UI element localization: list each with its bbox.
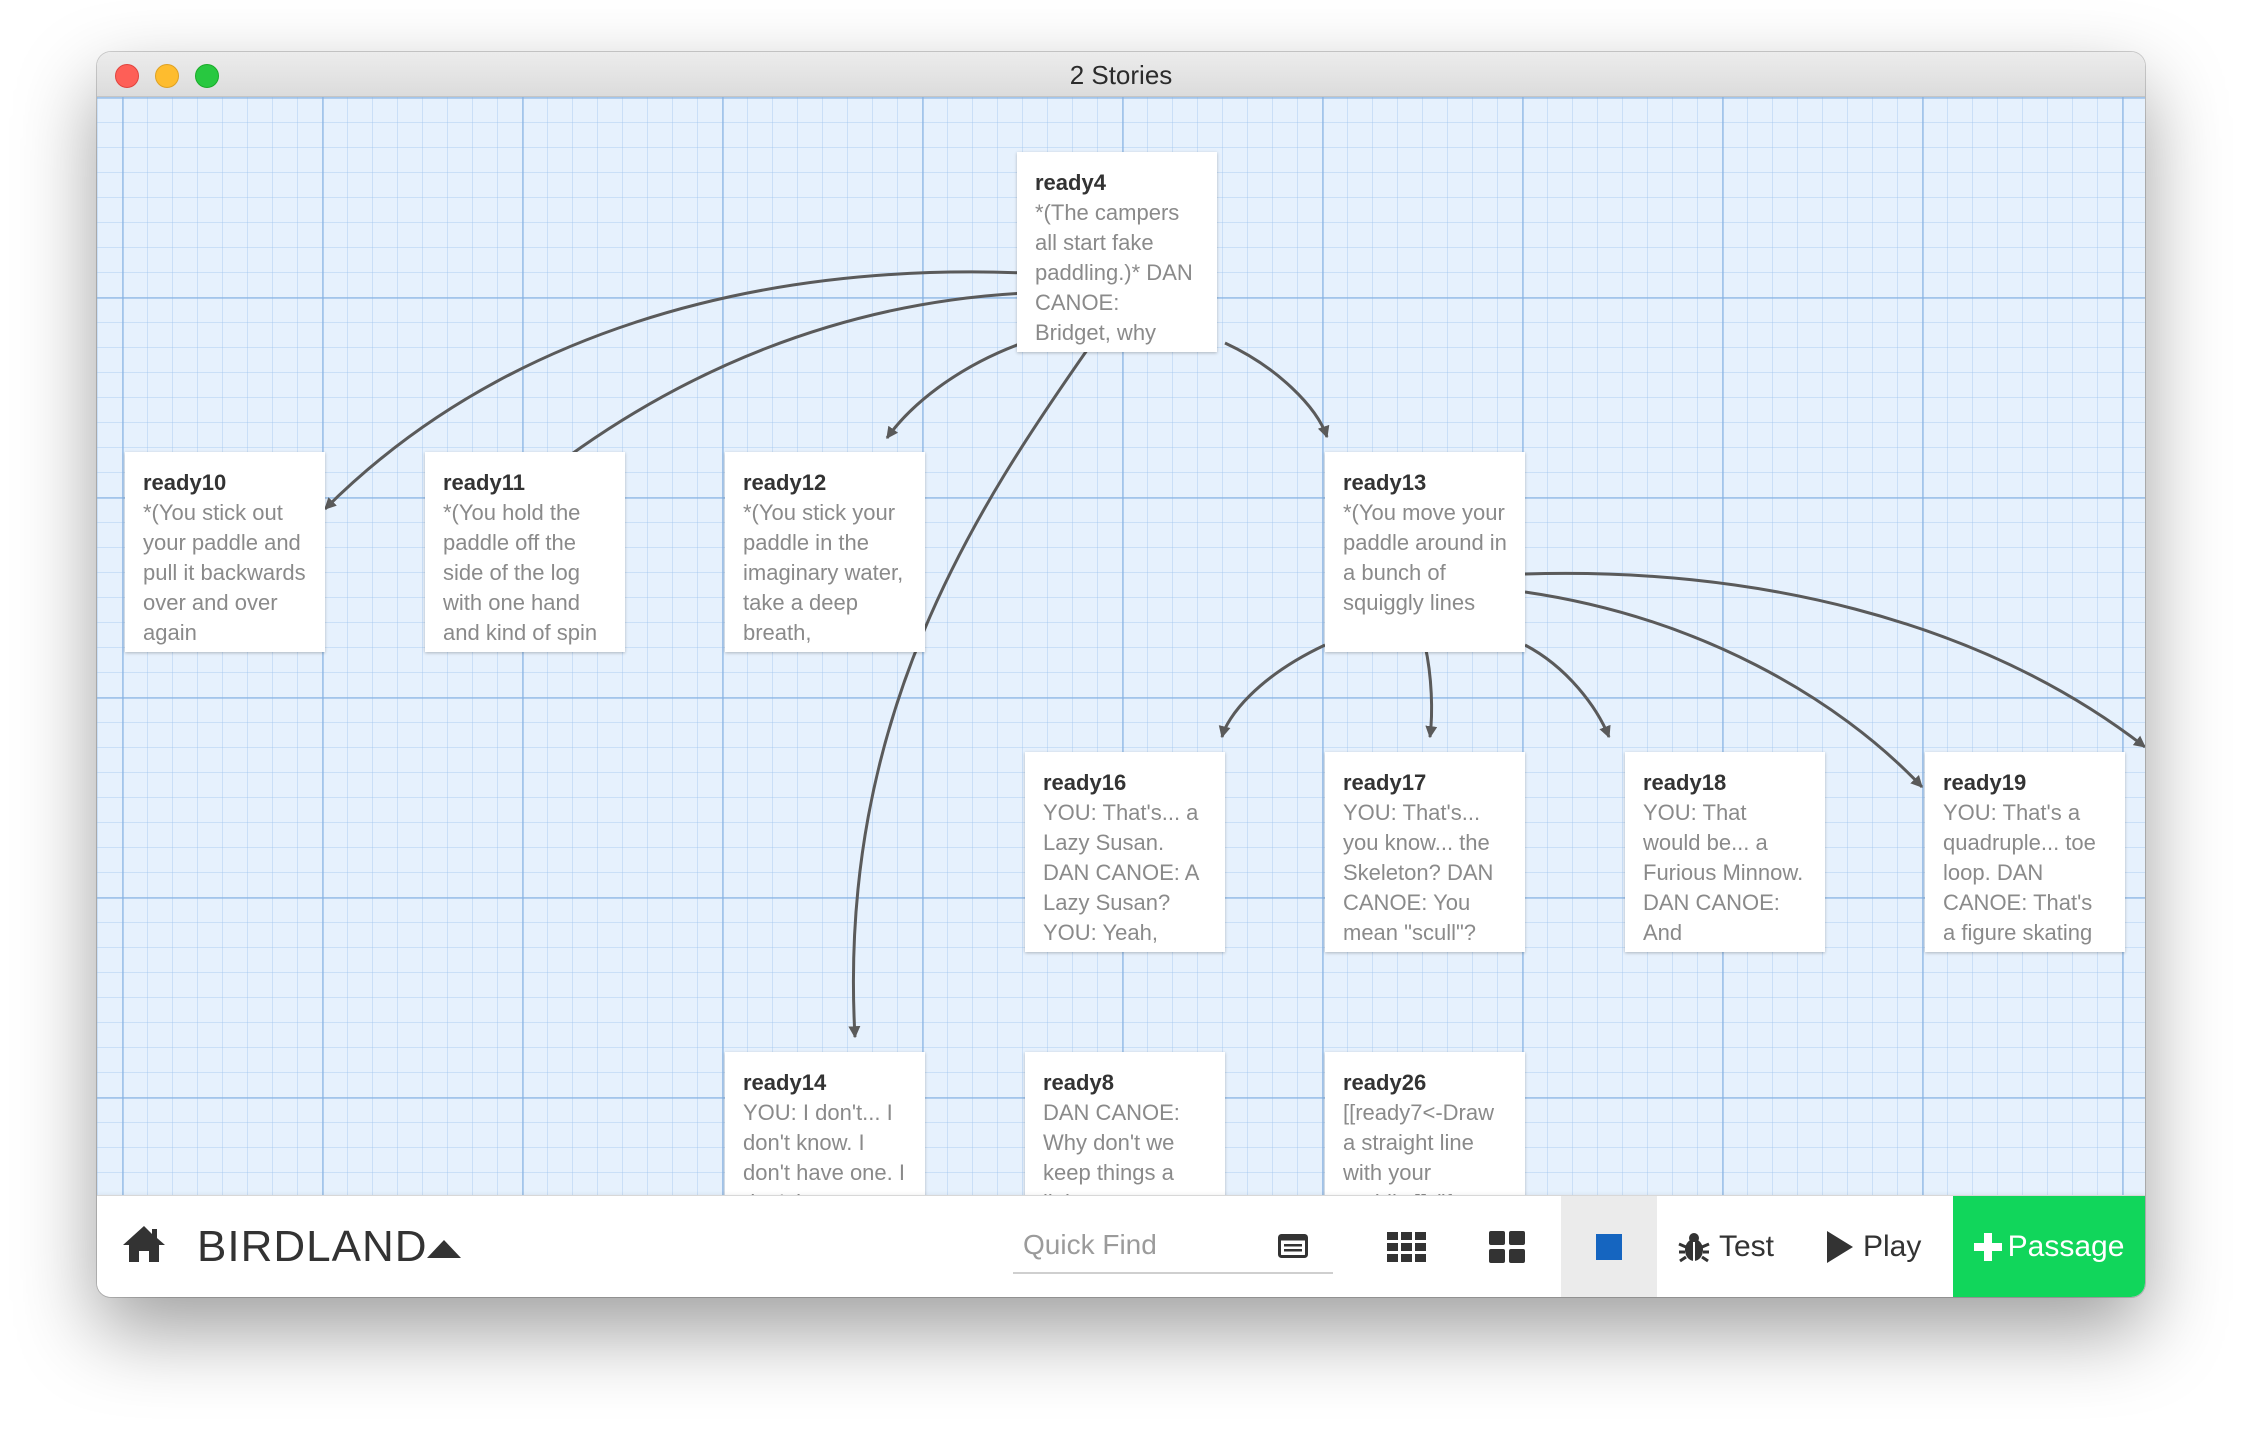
link-ready13-ready19 xyxy=(1524,590,1924,789)
new-passage-button[interactable]: Passage xyxy=(1953,1196,2145,1297)
zoom-large-button[interactable] xyxy=(1561,1196,1657,1297)
passage-title: ready18 xyxy=(1643,770,1727,795)
passage-title: ready19 xyxy=(1943,770,2027,795)
caret-up-icon[interactable] xyxy=(427,1238,461,1258)
test-label: Test xyxy=(1719,1230,1775,1263)
passage-title: ready13 xyxy=(1343,470,1427,495)
passage-title: ready11 xyxy=(443,470,525,495)
play-icon xyxy=(1827,1231,1853,1263)
app-window: 2 Stories ready4 * xyxy=(97,52,2145,1297)
play-button[interactable]: Play xyxy=(1825,1196,1921,1297)
home-icon xyxy=(123,1226,165,1262)
link-ready4-ready12 xyxy=(885,340,1026,439)
passage-title: ready17 xyxy=(1343,770,1427,795)
passage-card[interactable]: ready12 *(You stick your paddle in the i… xyxy=(725,452,925,652)
grid-small-icon xyxy=(1387,1232,1426,1262)
link-ready13-ready17 xyxy=(1423,644,1438,739)
passage-excerpt: YOU: That's... you know... the Skeleton?… xyxy=(1343,800,1494,945)
passage-excerpt: YOU: That's... a Lazy Susan. DAN CANOE: … xyxy=(1043,800,1199,945)
link-ready4-ready11 xyxy=(526,291,1026,490)
passage-label: Passage xyxy=(2007,1230,2125,1263)
story-name[interactable]: BIRDLAND xyxy=(197,1222,428,1271)
zoom-window-button[interactable] xyxy=(195,64,219,88)
passage-title: ready26 xyxy=(1343,1070,1427,1095)
zoom-small-button[interactable] xyxy=(1359,1196,1455,1297)
test-button[interactable]: Test xyxy=(1677,1196,1774,1297)
passage-excerpt: *(You stick your paddle in the imaginary… xyxy=(743,500,904,645)
passage-title: ready16 xyxy=(1043,770,1127,795)
passage-card[interactable]: ready19 YOU: That's a quadruple... toe l… xyxy=(1925,752,2125,952)
minimize-window-button[interactable] xyxy=(155,64,179,88)
passage-card[interactable]: ready11 *(You hold the paddle off the si… xyxy=(425,452,625,652)
zoom-medium-button[interactable] xyxy=(1459,1196,1555,1297)
passage-title: ready10 xyxy=(143,470,227,495)
close-window-button[interactable] xyxy=(115,64,139,88)
passage-excerpt: YOU: That would be... a Furious Minnow. … xyxy=(1643,800,1804,945)
passage-title: ready14 xyxy=(743,1070,827,1095)
passage-excerpt: *(The campers all start fake paddling.)*… xyxy=(1035,200,1193,345)
passage-excerpt: *(You move your paddle around in a bunch… xyxy=(1343,500,1507,615)
square-icon xyxy=(1596,1234,1622,1260)
passage-card[interactable]: ready10 *(You stick out your paddle and … xyxy=(125,452,325,652)
passage-excerpt: *(You stick out your paddle and pull it … xyxy=(143,500,306,645)
passage-title: ready12 xyxy=(743,470,827,495)
title-bar: 2 Stories xyxy=(97,52,2145,97)
passage-excerpt: *(You hold the paddle off the side of th… xyxy=(443,500,598,645)
window-title: 2 Stories xyxy=(1069,60,1173,90)
story-toolbar: BIRDLAND xyxy=(97,1195,2145,1297)
passage-card[interactable]: ready18 YOU: That would be... a Furious … xyxy=(1625,752,1825,952)
link-ready4-ready10 xyxy=(323,270,1026,511)
passage-title: ready8 xyxy=(1043,1070,1114,1095)
passage-excerpt: YOU: That's a quadruple... toe loop. DAN… xyxy=(1943,800,2096,945)
link-ready13-ready18 xyxy=(1524,643,1611,739)
plus-icon xyxy=(1973,1233,2002,1261)
link-ready13-offscreen xyxy=(1524,571,2145,749)
passage-card[interactable]: ready4 *(The campers all start fake padd… xyxy=(1017,152,1217,352)
bug-icon xyxy=(1678,1233,1710,1263)
grid-medium-icon xyxy=(1489,1231,1525,1263)
play-label: Play xyxy=(1863,1230,1922,1263)
passage-title: ready4 xyxy=(1035,170,1106,195)
highlight-passages-icon[interactable] xyxy=(1278,1234,1308,1258)
passage-card[interactable]: ready17 YOU: That's... you know... the S… xyxy=(1325,752,1525,952)
passage-card[interactable]: ready16 YOU: That's... a Lazy Susan. DAN… xyxy=(1025,752,1225,952)
story-map-canvas[interactable]: ready4 *(The campers all start fake padd… xyxy=(97,97,2145,1247)
passage-card[interactable]: ready13 *(You move your paddle around in… xyxy=(1325,452,1525,652)
link-ready13-ready16 xyxy=(1218,643,1326,739)
link-ready4-ready13 xyxy=(1224,341,1330,439)
library-button[interactable] xyxy=(121,1224,167,1264)
